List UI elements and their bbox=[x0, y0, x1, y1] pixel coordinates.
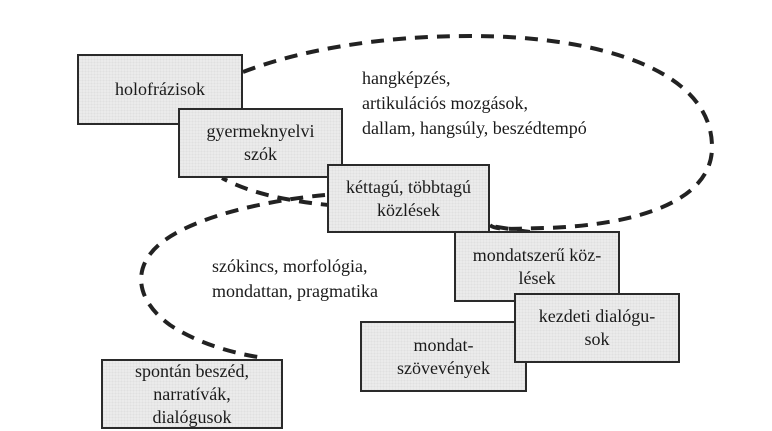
stage-label-mondatszovevenyek: mondat- szövevények bbox=[397, 334, 490, 378]
stage-label-spontan-beszed: spontán beszéd, narratívák, dialógusok bbox=[135, 360, 249, 427]
stage-box-kettagu-tobbtagu: kéttagú, többtagú közlések bbox=[327, 164, 490, 233]
stage-label-holofrazisok: holofrázisok bbox=[115, 79, 205, 99]
stage-label-gyermeknyelvi-szok: gyermeknyelvi szók bbox=[206, 121, 315, 164]
stage-box-spontan-beszed: spontán beszéd, narratívák, dialógusok bbox=[101, 359, 283, 429]
stage-label-kettagu-tobbtagu: kéttagú, többtagú közlések bbox=[346, 176, 471, 220]
stage-box-mondatszeru: mondatszerű köz- lések bbox=[454, 231, 620, 302]
lower-ellipse-dashed-outline bbox=[139, 193, 326, 360]
stage-label-kezdeti-dialogusok: kezdeti dialógu- sok bbox=[538, 306, 656, 349]
stage-box-kezdeti-dialogusok: kezdeti dialógu- sok bbox=[514, 293, 680, 363]
stage-label-mondatszeru: mondatszerű köz- lések bbox=[472, 244, 602, 288]
upper-ellipse-label: hangképzés, artikulációs mozgások, dalla… bbox=[362, 68, 587, 138]
lower-ellipse-label: szókincs, morfológia, mondattan, pragmat… bbox=[212, 256, 378, 301]
stage-box-gyermeknyelvi-szok: gyermeknyelvi szók bbox=[178, 108, 343, 178]
stage-box-mondatszovevenyek: mondat- szövevények bbox=[360, 321, 527, 392]
